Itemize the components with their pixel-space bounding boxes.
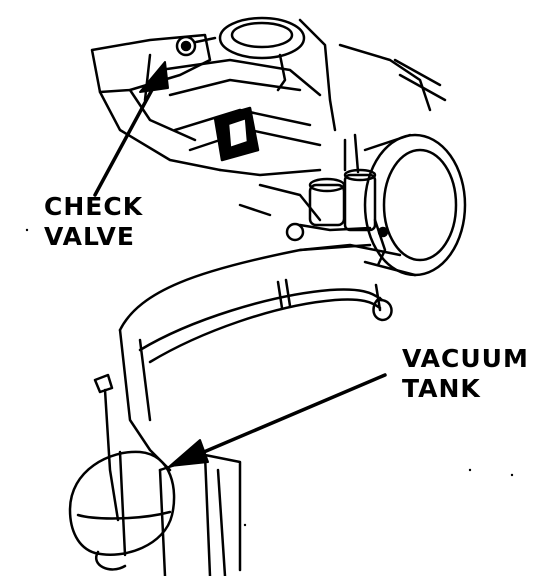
vacuum-tank-label: VACUUM TANK xyxy=(402,344,529,404)
master-cylinder xyxy=(285,133,389,267)
check-valve xyxy=(175,35,217,57)
vacuum-hose xyxy=(138,278,393,364)
check-valve-label-line1: CHECK xyxy=(44,192,144,221)
vacuum-tank-label-line2: TANK xyxy=(402,374,481,403)
check-valve-label: CHECK VALVE xyxy=(44,192,143,252)
check-valve-arrow xyxy=(93,61,169,197)
air-cleaner xyxy=(218,16,337,132)
intake-manifold xyxy=(90,33,447,222)
print-specks xyxy=(25,228,514,527)
check-valve-label-line2: VALVE xyxy=(44,222,135,251)
brake-booster xyxy=(363,133,467,277)
vacuum-tank-label-line1: VACUUM xyxy=(402,344,529,373)
inner-fender xyxy=(93,243,402,522)
vacuum-tank xyxy=(68,450,176,571)
vacuum-tank-arrow xyxy=(169,373,387,467)
